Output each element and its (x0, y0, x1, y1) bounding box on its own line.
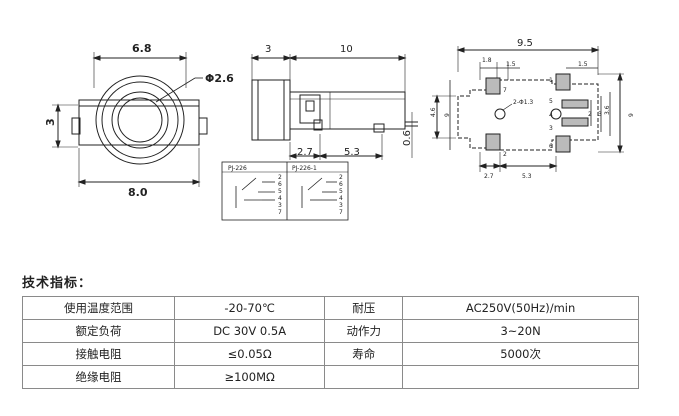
circuit-right-pin-labels: 2 6 5 4 3 7 (339, 174, 343, 216)
top-r1: 2 (588, 111, 592, 118)
top-dim-3: 1.5 (578, 61, 588, 68)
top-hole-label: 2-Φ1.3 (513, 99, 533, 106)
svg-text:4: 4 (549, 112, 553, 119)
side-dim-b: 10 (340, 44, 353, 55)
svg-text:6: 6 (278, 181, 282, 188)
svg-text:6: 6 (339, 181, 343, 188)
spec-value (402, 365, 639, 389)
svg-text:2: 2 (339, 174, 343, 181)
table-row: 使用温度范围 -20-70℃ 耐压 AC250V(50Hz)/min (21, 296, 639, 320)
spec-name: 额定负荷 (21, 319, 176, 343)
top-dim-1: 1.8 (482, 57, 492, 64)
svg-text:3: 3 (339, 202, 343, 209)
svg-text:7: 7 (278, 209, 282, 216)
spec-table: 使用温度范围 -20-70℃ 耐压 AC250V(50Hz)/min 额定负荷 … (21, 296, 639, 389)
svg-text:6: 6 (549, 143, 553, 150)
spec-name: 寿命 (324, 342, 404, 366)
svg-text:3: 3 (278, 202, 282, 209)
spec-value: DC 30V 0.5A (174, 319, 326, 343)
top-view (432, 46, 624, 172)
front-height-label: 3 (44, 118, 57, 126)
svg-text:2: 2 (503, 151, 507, 158)
front-diameter-label: Φ2.6 (205, 72, 234, 85)
top-bottom-2: 5.3 (522, 173, 532, 180)
circuit-diagrams (221, 161, 349, 221)
spec-name: 耐压 (324, 296, 404, 320)
front-width-bottom-label: 8.0 (128, 186, 148, 199)
spec-value: 5000次 (402, 342, 639, 366)
table-row: 绝缘电阻 ≥100MΩ (21, 365, 639, 389)
side-dim-a: 3 (265, 44, 271, 55)
svg-text:5: 5 (549, 98, 553, 105)
svg-text:7: 7 (503, 87, 507, 94)
top-dim-2: 1.5 (506, 61, 516, 68)
top-r2: 3 (598, 111, 602, 118)
technical-drawing: 6.8 8.0 3 Φ2.6 (44, 38, 635, 221)
top-right-height: 9 (628, 113, 635, 117)
svg-text:3: 3 (549, 125, 553, 132)
top-r3: 3.6 (604, 105, 611, 115)
spec-value: AC250V(50Hz)/min (402, 296, 639, 320)
side-view (250, 54, 418, 160)
svg-text:5: 5 (339, 188, 343, 195)
spec-value: -20-70℃ (174, 296, 326, 320)
spec-value: ≤0.05Ω (174, 342, 326, 366)
top-overall-width: 9.5 (517, 38, 533, 49)
top-bottom-1: 2.7 (484, 173, 494, 180)
top-pin-numbers: 7 1 5 4 3 6 2 (503, 77, 553, 158)
svg-text:4: 4 (278, 195, 282, 202)
side-dim-d: 5.3 (344, 147, 360, 158)
spec-name: 接触电阻 (21, 342, 176, 366)
circuit-left-pin-labels: 2 6 5 4 3 7 (278, 174, 282, 216)
top-inner-height: 9 (444, 113, 451, 117)
side-dim-c: 2.7 (297, 147, 313, 158)
svg-text:1: 1 (549, 77, 553, 84)
circuit-right-title: PJ-226-1 (292, 165, 317, 172)
table-row: 接触电阻 ≤0.05Ω 寿命 5000次 (21, 342, 639, 366)
spec-name: 绝缘电阻 (21, 365, 176, 389)
side-dim-e: 0.6 (402, 130, 413, 146)
svg-text:4: 4 (339, 195, 343, 202)
front-view (52, 52, 208, 187)
spec-value: ≥100MΩ (174, 365, 326, 389)
spec-value: 3~20N (402, 319, 639, 343)
svg-text:5: 5 (278, 188, 282, 195)
table-row: 额定负荷 DC 30V 0.5A 动作力 3~20N (21, 319, 639, 343)
svg-text:2: 2 (278, 174, 282, 181)
section-title: 技术指标： (22, 276, 93, 291)
circuit-left-title: PJ-226 (228, 165, 247, 172)
spec-name (324, 365, 404, 389)
top-left-height: 4.6 (430, 107, 437, 117)
svg-text:7: 7 (339, 209, 343, 216)
front-width-top-label: 6.8 (132, 42, 152, 55)
spec-name: 使用温度范围 (21, 296, 176, 320)
spec-name: 动作力 (324, 319, 404, 343)
